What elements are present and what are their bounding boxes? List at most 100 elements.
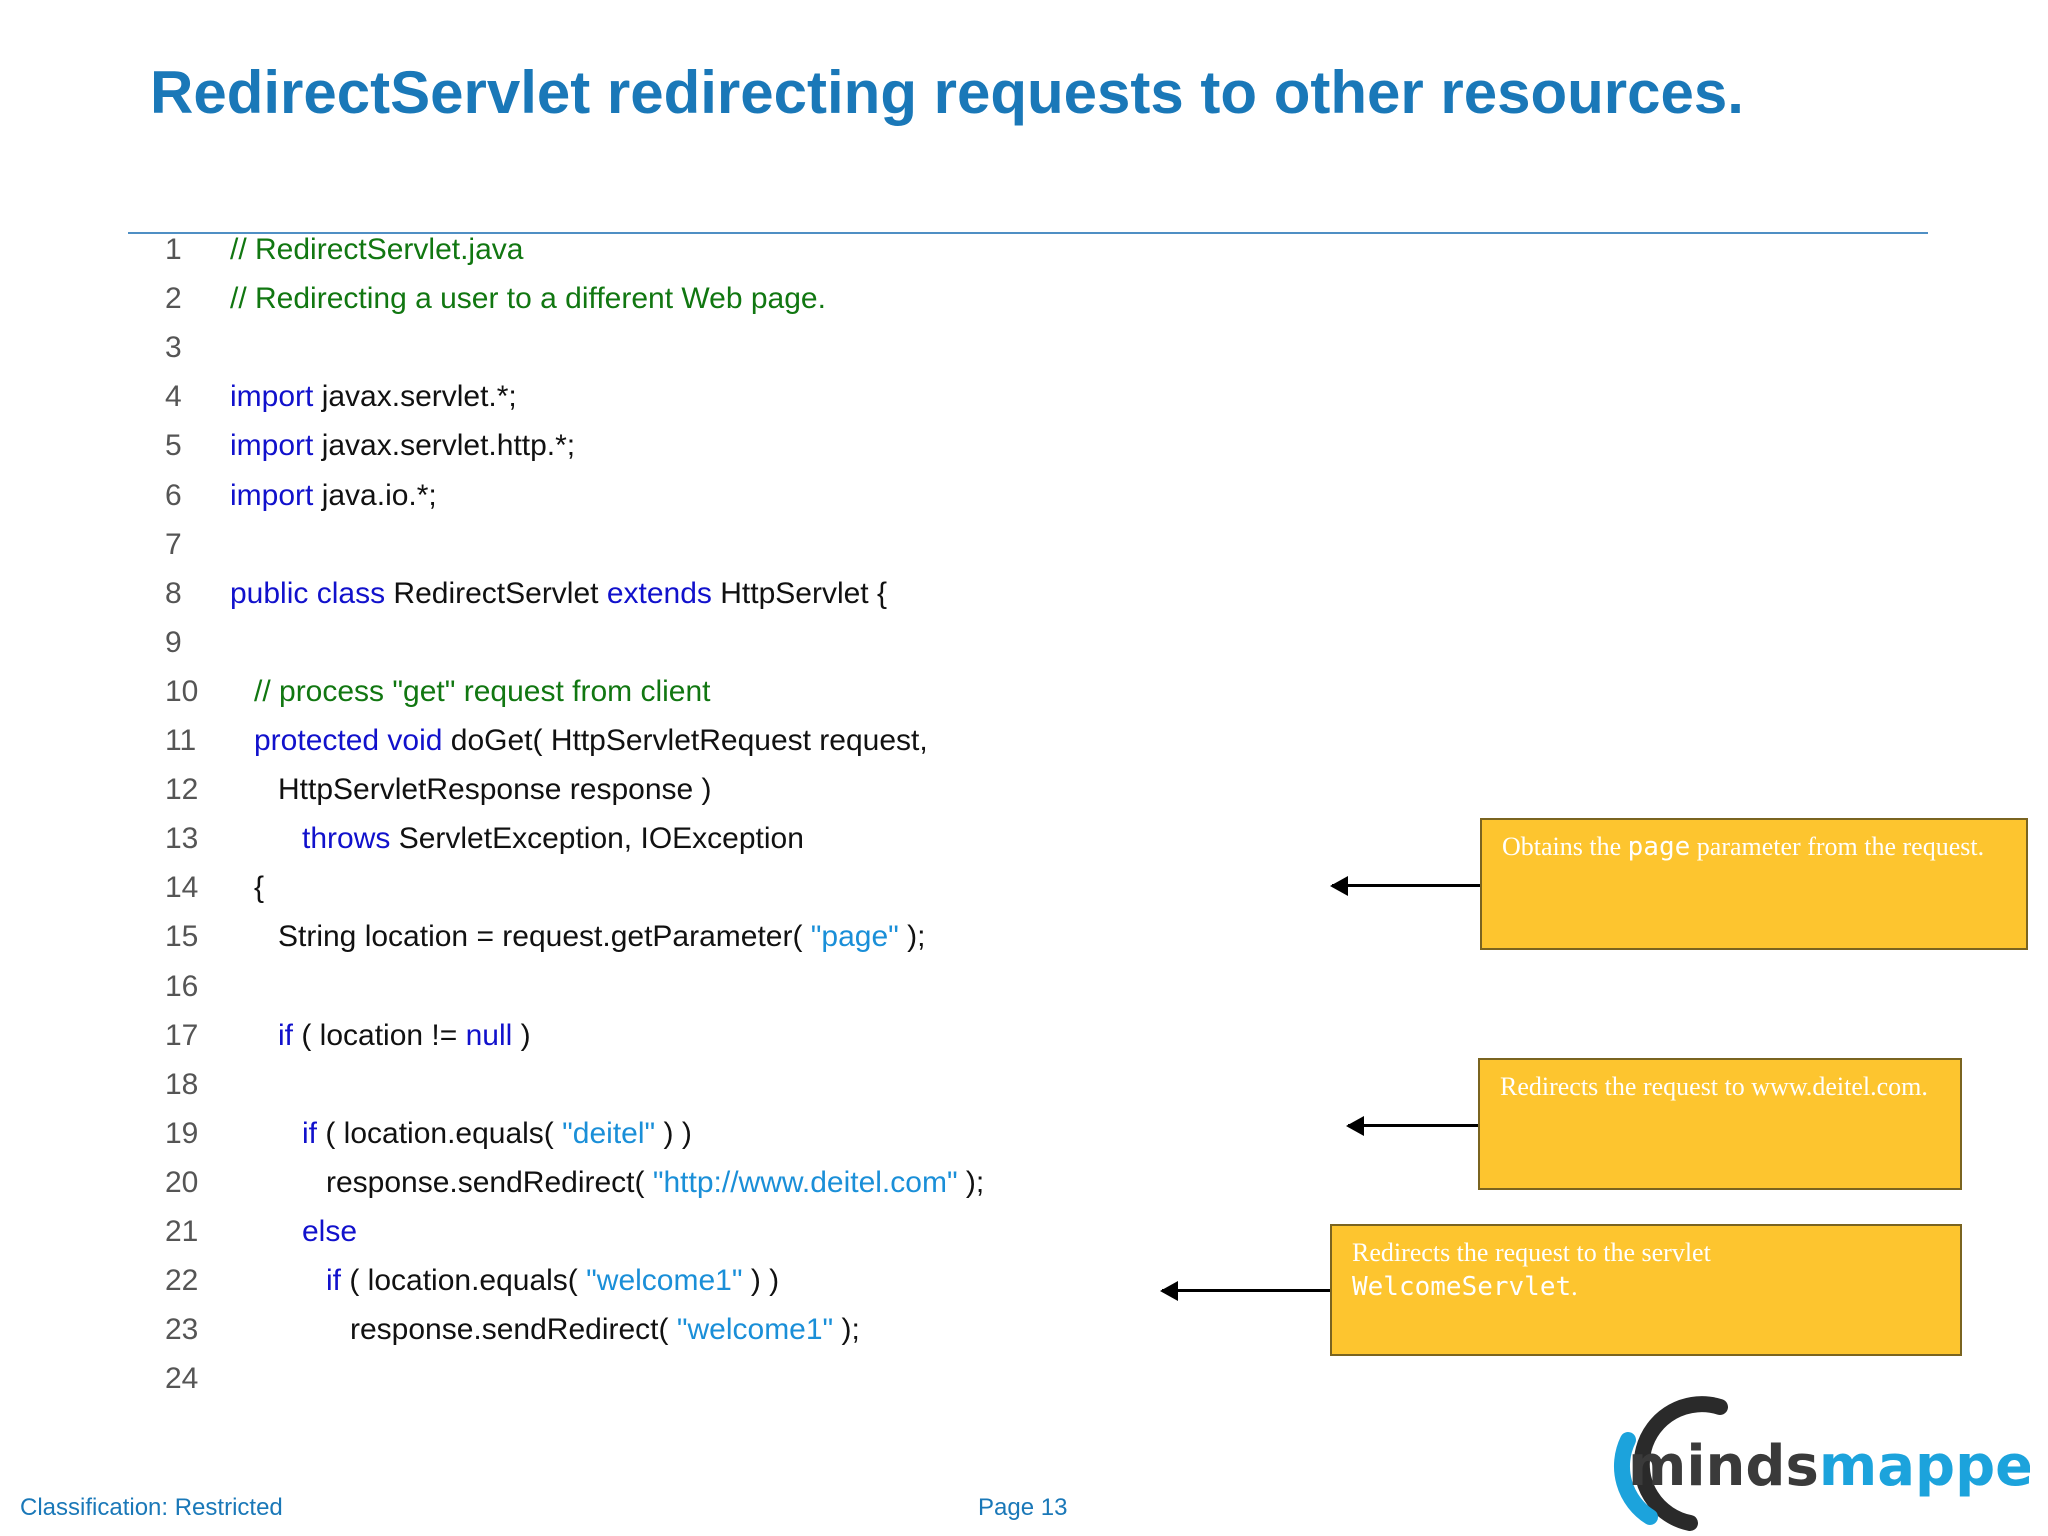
- code-text: {: [254, 864, 264, 912]
- code-text: // Redirecting a user to a different Web…: [230, 275, 826, 323]
- line-number: 16: [165, 969, 199, 1003]
- line-number: 24: [165, 1362, 199, 1396]
- title-divider: [128, 232, 1928, 234]
- code-text: if ( location.equals( "deitel" ) ): [302, 1110, 692, 1158]
- callout-text: parameter from the request.: [1690, 832, 1985, 861]
- code-comment: // process "get" request from client: [254, 674, 711, 708]
- code-token: javax.servlet.*;: [313, 380, 517, 414]
- code-token: String location = request.getParameter(: [278, 920, 811, 954]
- svg-text:mindsmapped: mindsmapped: [1628, 1434, 2030, 1499]
- code-token: ServletException, IOException: [390, 822, 804, 856]
- code-text: import javax.servlet.*;: [230, 373, 517, 421]
- line-number: 23: [165, 1313, 199, 1347]
- code-text: if ( location != null ): [278, 1012, 531, 1060]
- code-keyword: if: [302, 1116, 317, 1150]
- classification-label: Classification: Restricted: [20, 1494, 283, 1521]
- code-text: // RedirectServlet.java: [230, 226, 523, 274]
- line-number: 5: [165, 429, 182, 463]
- line-number: 20: [165, 1165, 199, 1199]
- code-text: import javax.servlet.http.*;: [230, 422, 575, 470]
- line-number: 12: [165, 773, 199, 807]
- callout-text: Obtains the: [1502, 832, 1628, 861]
- line-number: 8: [165, 576, 182, 610]
- callout-arrow-3: [1160, 1281, 1330, 1301]
- code-token: );: [898, 920, 926, 954]
- line-number: 21: [165, 1215, 199, 1248]
- callout-text: .: [1571, 1272, 1578, 1301]
- line-number: 17: [165, 1018, 199, 1052]
- code-keyword: null: [465, 1018, 513, 1052]
- code-text: String location = request.getParameter( …: [278, 913, 926, 961]
- callout-arrow-1: [1330, 876, 1480, 896]
- callout-redirect-welcome: Redirects the request to the servlet Wel…: [1330, 1224, 1962, 1356]
- code-token: response.sendRedirect(: [350, 1313, 677, 1347]
- code-text: import java.io.*;: [230, 472, 437, 520]
- callout-code: page: [1627, 832, 1691, 862]
- line-number: 15: [165, 920, 199, 954]
- logo-text-light: mapped: [1819, 1434, 2030, 1499]
- callout-code: WelcomeServlet: [1352, 1272, 1572, 1302]
- code-token: response.sendRedirect(: [326, 1165, 653, 1199]
- code-keyword: import: [230, 478, 314, 512]
- code-token: ( location.equals(: [341, 1264, 587, 1298]
- code-keyword: if: [278, 1018, 293, 1052]
- code-comment: // Redirecting a user to a different Web…: [230, 282, 826, 316]
- code-text: throws ServletException, IOException: [302, 815, 804, 863]
- code-string: "page": [810, 920, 899, 954]
- line-number: 18: [165, 1067, 199, 1101]
- code-keyword: protected void: [254, 724, 443, 757]
- code-token: ) ): [742, 1264, 780, 1298]
- callout-redirect-deitel: Redirects the request to www.deitel.com.: [1478, 1058, 1962, 1190]
- code-string: "http://www.deitel.com": [652, 1165, 958, 1199]
- code-token: java.io.*;: [313, 478, 437, 512]
- code-token: doGet( HttpServletRequest request,: [442, 724, 928, 757]
- code-keyword: import: [230, 429, 314, 463]
- code-keyword: if: [326, 1264, 341, 1298]
- logo-ring-accent-icon: [1614, 1432, 1658, 1525]
- logo-text-dark: minds: [1628, 1434, 1819, 1499]
- code-string: "welcome1": [586, 1264, 743, 1298]
- code-text: protected void doGet( HttpServletRequest…: [254, 717, 928, 765]
- code-text: else: [302, 1208, 357, 1256]
- code-token: ( location !=: [293, 1018, 466, 1052]
- line-number: 4: [165, 380, 182, 414]
- callout-text: Redirects the request to www.deitel.com.: [1500, 1072, 1928, 1101]
- code-comment: // RedirectServlet.java: [230, 233, 524, 266]
- line-number: 3: [165, 331, 182, 365]
- code-token: ): [512, 1018, 531, 1052]
- code-keyword: throws: [302, 822, 391, 856]
- code-token: {: [254, 871, 265, 905]
- code-text: if ( location.equals( "welcome1" ) ): [326, 1257, 779, 1305]
- code-string: "deitel": [562, 1116, 656, 1150]
- line-number: 10: [165, 674, 199, 708]
- callout-get-parameter: Obtains the page parameter from the requ…: [1480, 818, 2028, 950]
- code-string: "welcome1": [676, 1313, 834, 1347]
- mindsmapped-logo: mindsmapped: [1614, 1396, 2030, 1531]
- code-text: response.sendRedirect( "welcome1" );: [350, 1306, 860, 1354]
- code-token: javax.servlet.http.*;: [313, 429, 576, 463]
- code-token: );: [833, 1313, 860, 1347]
- code-token: ) ): [655, 1116, 692, 1150]
- line-number: 19: [165, 1116, 199, 1150]
- code-keyword: import: [230, 380, 314, 414]
- page-number: Page 13: [978, 1494, 1068, 1521]
- callout-text: Redirects the request to the servlet: [1352, 1238, 1711, 1267]
- code-keyword: extends: [606, 576, 712, 610]
- code-text: HttpServletResponse response ): [278, 766, 712, 814]
- code-text: // process "get" request from client: [254, 668, 711, 716]
- code-token: HttpServlet {: [711, 576, 887, 610]
- logo-ring-icon: [1633, 1396, 1728, 1531]
- code-text: public class RedirectServlet extends Htt…: [230, 570, 887, 618]
- line-number: 1: [165, 233, 182, 266]
- line-number: 6: [165, 478, 182, 512]
- code-token: );: [957, 1165, 985, 1199]
- code-token: RedirectServlet: [385, 576, 607, 610]
- code-token: ( location.equals(: [317, 1116, 563, 1150]
- code-token: HttpServletResponse response ): [278, 773, 712, 807]
- line-number: 13: [165, 822, 199, 856]
- line-number: 2: [165, 282, 182, 316]
- code-keyword: else: [302, 1215, 358, 1248]
- line-number: 11: [165, 724, 197, 757]
- line-number: 7: [165, 527, 182, 561]
- code-text: response.sendRedirect( "http://www.deite…: [326, 1159, 984, 1207]
